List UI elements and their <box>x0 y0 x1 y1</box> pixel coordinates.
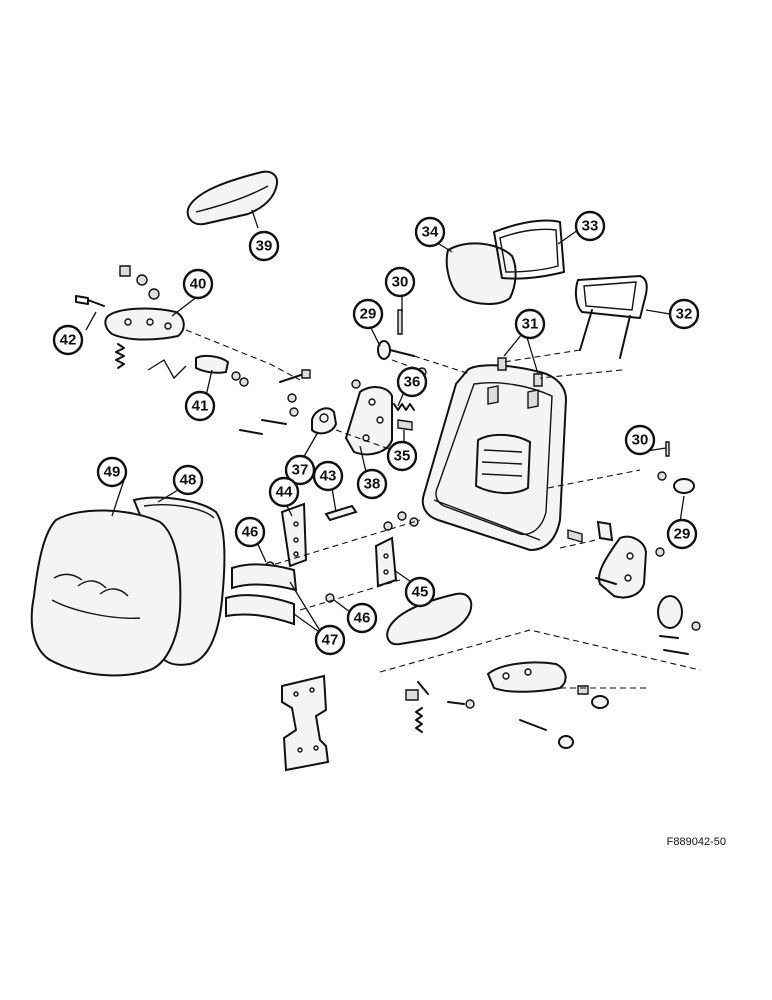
callout-30a-label: 30 <box>392 274 409 291</box>
callout-34-label: 34 <box>422 224 439 241</box>
callout-38: 38 <box>356 468 388 500</box>
callout-29b: 29 <box>666 518 698 550</box>
callout-31: 31 <box>514 308 546 340</box>
callout-45-label: 45 <box>412 584 429 601</box>
callout-35-label: 35 <box>394 448 411 465</box>
callout-30b: 30 <box>624 424 656 456</box>
left-armrest-bracket-assembly <box>75 265 311 435</box>
callout-44: 44 <box>268 476 300 508</box>
callout-39-label: 39 <box>256 238 273 255</box>
callout-43-label: 43 <box>320 468 337 485</box>
callout-48: 48 <box>172 464 204 496</box>
callout-44-label: 44 <box>276 484 293 501</box>
seat-hinge-parts <box>255 502 421 611</box>
headrest-guide-posts <box>497 349 623 387</box>
seat-cushion-part-49 <box>30 509 182 677</box>
callout-29a: 29 <box>352 298 384 330</box>
callout-29a-label: 29 <box>360 306 377 323</box>
callout-40-label: 40 <box>190 276 207 293</box>
callout-32-label: 32 <box>676 306 693 323</box>
callout-33: 33 <box>574 210 606 242</box>
headrest-post-frame-part-32 <box>574 275 648 359</box>
callout-43: 43 <box>312 460 344 492</box>
callout-47-label: 47 <box>322 632 339 649</box>
callout-32: 32 <box>668 298 700 330</box>
callout-38-label: 38 <box>364 476 381 493</box>
callout-46a-label: 46 <box>242 524 259 541</box>
callout-48-label: 48 <box>180 472 197 489</box>
callout-34: 34 <box>414 216 446 248</box>
callout-30b-label: 30 <box>632 432 649 449</box>
adjust-knob-left <box>377 309 471 375</box>
callout-39: 39 <box>248 230 280 262</box>
callout-30a: 30 <box>384 266 416 298</box>
seat-back-frame <box>421 364 568 552</box>
callout-41: 41 <box>184 390 216 422</box>
callout-46a: 46 <box>234 516 266 548</box>
armrest-pad-part-39 <box>186 170 278 226</box>
callout-37: 37 <box>284 454 316 486</box>
lower-armrest-bracket-assembly <box>379 629 701 749</box>
callout-31-label: 31 <box>522 316 539 333</box>
callout-37-label: 37 <box>292 462 309 479</box>
callout-47: 47 <box>314 624 346 656</box>
callout-36: 36 <box>396 366 428 398</box>
callout-46b: 46 <box>346 602 378 634</box>
headrest-cushion-part-34 <box>445 242 517 305</box>
callout-46b-label: 46 <box>354 610 371 627</box>
callout-45: 45 <box>404 576 436 608</box>
callout-33-label: 33 <box>582 218 599 235</box>
right-recline-assembly <box>547 441 701 655</box>
callout-42: 42 <box>52 324 84 356</box>
callout-42-label: 42 <box>60 332 77 349</box>
callout-29b-label: 29 <box>674 526 691 543</box>
callout-36-label: 36 <box>404 374 421 391</box>
leader-lines <box>85 209 685 635</box>
callout-49-label: 49 <box>104 464 121 481</box>
headrest-frame-part-33 <box>493 219 565 280</box>
mounting-plate <box>281 674 330 772</box>
callout-49: 49 <box>96 456 128 488</box>
support-straps-part-47 <box>225 563 298 626</box>
figure-id: F889042-50 <box>667 836 726 848</box>
callout-40: 40 <box>182 268 214 300</box>
callout-35: 35 <box>386 440 418 472</box>
callout-41-label: 41 <box>192 398 209 415</box>
